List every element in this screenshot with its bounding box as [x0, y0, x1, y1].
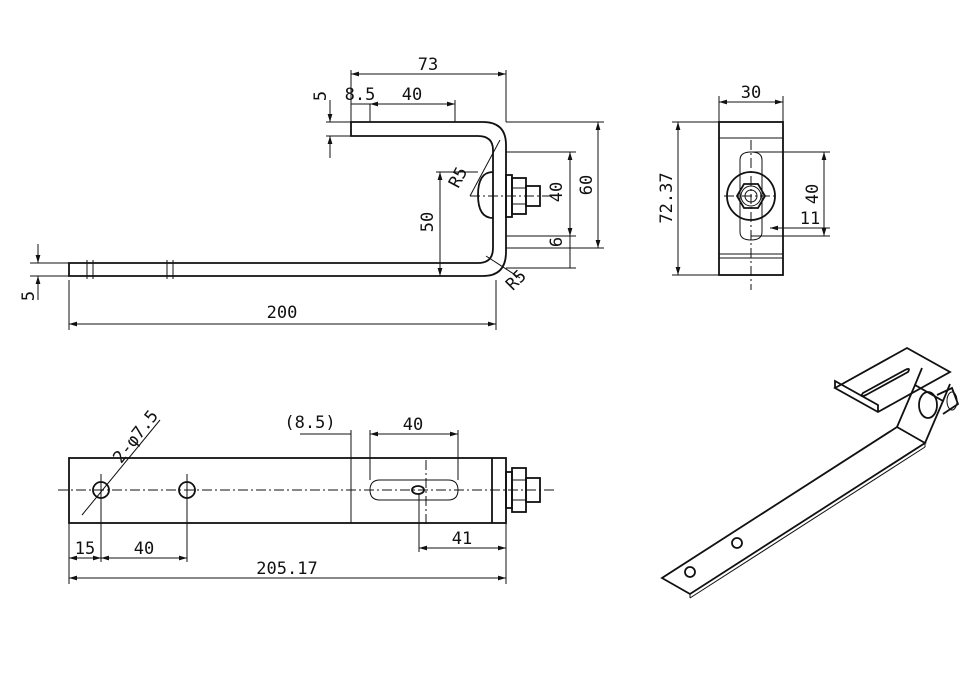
dim-73: 73: [418, 55, 438, 75]
dim-width-30: 30: [741, 83, 761, 103]
dim-end-slot-40: 40: [803, 184, 823, 204]
dim-height-72-37: 72.37: [657, 172, 677, 223]
dim-8-5: 8.5: [345, 85, 376, 105]
dim-ref-8-5: (8.5): [284, 413, 335, 433]
dim-offset-11: 11: [800, 209, 820, 229]
dim-plan-slot-40: 40: [403, 415, 423, 435]
plan-view: 2-φ7.5 (8.5) 40 41 15 40 205.17: [58, 407, 556, 584]
dim-top-slot-40: 40: [402, 85, 422, 105]
dim-length-200: 200: [267, 303, 298, 323]
dim-radius-upper: R5: [445, 164, 472, 191]
side-view: 73 8.5 40 5 R5 R5 50 40 60 6 5 200: [19, 55, 604, 330]
dim-top-thickness-5: 5: [311, 91, 331, 101]
dim-hole-spacing-40: 40: [134, 539, 154, 559]
dim-height-60: 60: [577, 175, 597, 195]
isometric-view: [660, 346, 960, 599]
side-bolt: [470, 171, 552, 219]
dim-offset-6: 6: [547, 237, 567, 247]
dim-base-thickness-5: 5: [19, 291, 39, 301]
dim-slot-40: 40: [547, 182, 567, 202]
dim-slot-pos-41: 41: [452, 529, 472, 549]
dim-total-205-17: 205.17: [256, 559, 317, 579]
dim-height-50: 50: [418, 212, 438, 232]
dim-hole-offset-15: 15: [75, 539, 95, 559]
end-view: 30 72.37 40 11: [657, 83, 830, 290]
dim-radius-lower: R5: [502, 266, 531, 295]
